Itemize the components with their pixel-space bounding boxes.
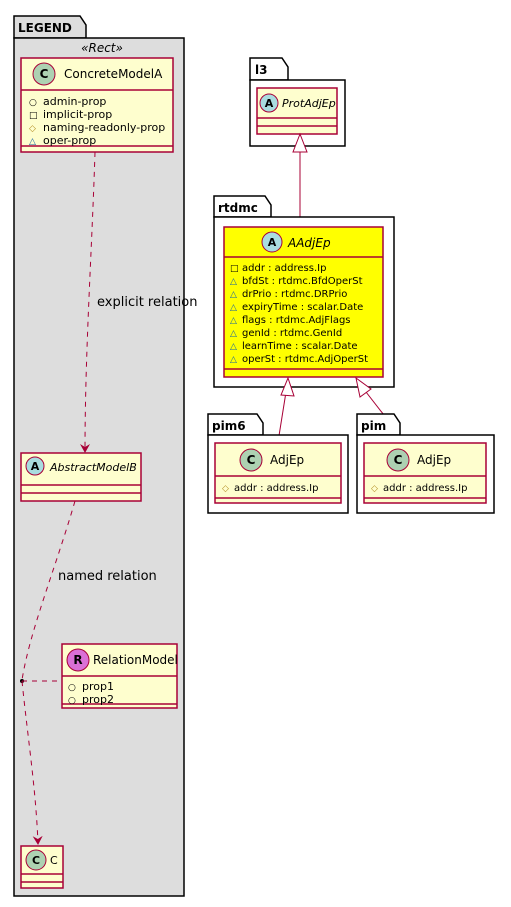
private-visibility-icon: □ — [230, 264, 239, 274]
package-visibility-icon: △ — [230, 290, 237, 300]
class-kind-letter: R — [73, 653, 82, 667]
legend-tab — [13, 15, 87, 39]
package-tab — [356, 413, 401, 436]
package-title: pim6 — [212, 419, 246, 433]
package-visibility-icon: △ — [29, 137, 36, 147]
inheritance-line — [277, 391, 287, 443]
class-relation-model: R RelationModel ○ prop1 ○ prop2 — [61, 643, 178, 709]
class-box — [223, 226, 384, 378]
inheritance-arrow-icon — [355, 376, 372, 398]
private-visibility-icon: □ — [29, 111, 38, 121]
package-visibility-icon: △ — [230, 303, 237, 313]
package-tab — [249, 57, 289, 81]
class-kind-letter: C — [32, 854, 40, 867]
class-c-circle-icon — [25, 849, 47, 871]
class-name: ProtAdjEp — [282, 97, 336, 110]
package-title: pim — [361, 419, 386, 433]
protected-visibility-icon: ◇ — [371, 484, 378, 494]
member-prop1: prop1 — [82, 680, 114, 693]
member-addr: addr : address.Ip — [383, 483, 467, 494]
class-name: ConcreteModelA — [64, 67, 163, 81]
explicit-relation-arrow — [80, 151, 96, 453]
named-relation-line — [21, 500, 76, 681]
class-c: C C — [20, 845, 64, 889]
named-relation-arrow — [21, 680, 43, 845]
class-a-circle-icon — [259, 93, 279, 113]
member-prop2: prop2 — [82, 693, 114, 706]
class-name: AAdjEp — [287, 236, 331, 250]
class-kind-letter: A — [268, 236, 277, 249]
package-tab — [207, 413, 264, 436]
class-name: AbstractModelB — [49, 461, 137, 474]
package-l3: l3 A ProtAdjEp — [249, 57, 346, 147]
member-learntime: learnTime : scalar.Date — [242, 341, 358, 352]
package-pim: pim C AdjEp ◇ addr : address.Ip — [356, 413, 495, 514]
member-naming-readonly-prop: naming-readonly-prop — [43, 121, 165, 134]
named-relation-label: named relation — [58, 569, 157, 584]
public-visibility-icon: ○ — [68, 683, 76, 693]
class-kind-letter: C — [247, 453, 256, 467]
inheritance-arrow-icon — [280, 376, 295, 397]
class-kind-letter: A — [31, 460, 40, 473]
explicit-relation-label: explicit relation — [97, 295, 197, 310]
protected-visibility-icon: ◇ — [29, 124, 36, 134]
public-visibility-icon: ○ — [68, 696, 76, 706]
class-c-circle-icon — [239, 448, 263, 472]
legend-title: LEGEND — [18, 21, 72, 35]
package-title: l3 — [255, 63, 267, 77]
class-name: C — [50, 854, 58, 867]
member-flags: flags : rtdmc.AdjFlags — [242, 315, 351, 326]
package-visibility-icon: △ — [230, 277, 237, 287]
member-implicit-prop: implicit-prop — [43, 108, 112, 121]
package-visibility-icon: △ — [230, 329, 237, 339]
class-kind-letter: C — [394, 453, 403, 467]
class-c-circle-icon — [32, 62, 56, 86]
member-operst: operSt : rtdmc.AdjOperSt — [242, 354, 368, 365]
package-visibility-icon: △ — [230, 355, 237, 365]
member-bfdst: bfdSt : rtdmc.BfdOperSt — [242, 276, 363, 287]
package-rtdmc: rtdmc A AAdjEp □ addr : address.Ip △ bfd… — [213, 195, 395, 388]
class-name: RelationModel — [93, 653, 178, 667]
inheritance-arrow-icon — [292, 132, 308, 153]
class-a-circle-icon — [261, 231, 283, 253]
class-abstract-model-b: A AbstractModelB — [20, 452, 142, 502]
class-box — [363, 442, 487, 504]
package-pim6: pim6 C AdjEp ◇ addr : address.Ip — [207, 413, 349, 514]
class-c-circle-icon — [386, 448, 410, 472]
member-drprio: drPrio : rtdmc.DRPrio — [242, 289, 347, 300]
member-addr: addr : address.Ip — [242, 263, 326, 274]
class-name: AdjEp — [417, 453, 451, 467]
member-admin-prop: admin-prop — [43, 95, 106, 108]
class-r-circle-icon — [66, 648, 90, 672]
package-visibility-icon: △ — [230, 316, 237, 326]
legend-stereotype: «Rect» — [81, 41, 123, 55]
member-oper-prop: oper-prop — [43, 134, 96, 147]
class-box — [214, 442, 342, 504]
class-kind-letter: C — [40, 67, 49, 81]
class-name: AdjEp — [270, 453, 304, 467]
package-visibility-icon: △ — [230, 342, 237, 352]
member-genid: genId : rtdmc.GenId — [242, 328, 342, 339]
class-concrete-model-a: C ConcreteModelA ○ admin-prop □ implicit… — [20, 57, 174, 153]
public-visibility-icon: ○ — [29, 98, 37, 108]
package-title: rtdmc — [218, 201, 258, 215]
package-tab — [213, 195, 272, 218]
class-kind-letter: A — [265, 97, 274, 110]
member-addr: addr : address.Ip — [234, 483, 318, 494]
member-expirytime: expiryTime : scalar.Date — [242, 302, 363, 313]
protected-visibility-icon: ◇ — [222, 484, 229, 494]
class-a-circle-icon — [25, 456, 45, 476]
class-box — [20, 57, 174, 153]
